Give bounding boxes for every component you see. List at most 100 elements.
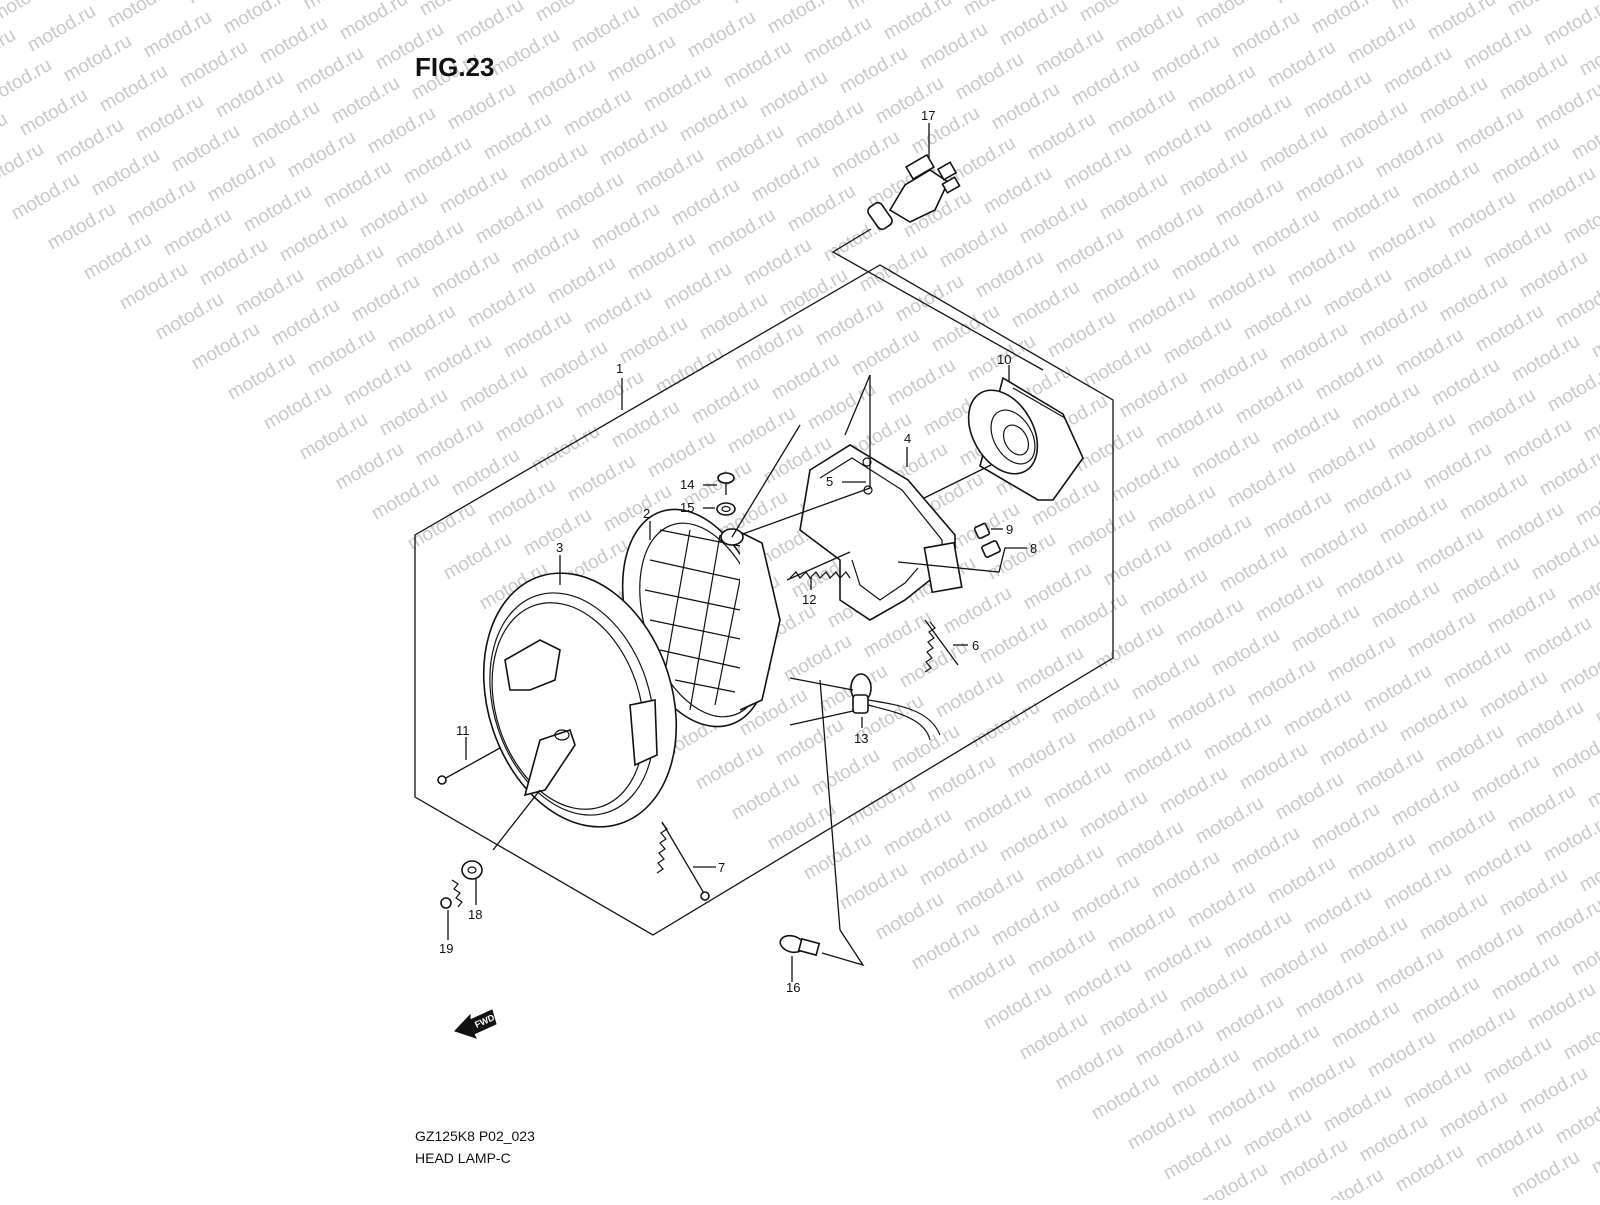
watermark-text: motod.ru [984,529,1059,585]
watermark-text: motod.ru [160,205,235,261]
watermark-text: motod.ru [624,229,699,285]
watermark-text: motod.ru [1536,445,1600,501]
watermark-text: motod.ru [1044,307,1119,363]
watermark-text: motod.ru [1220,907,1295,963]
watermark-text: motod.ru [924,751,999,807]
watermark-text: motod.ru [908,103,983,159]
watermark-text: motod.ru [1492,499,1567,555]
watermark-text: motod.ru [1408,973,1483,1029]
watermark-text: motod.ru [8,169,83,225]
watermark-text: motod.ru [292,43,367,99]
watermark-text: motod.ru [1360,661,1435,717]
watermark-text: motod.ru [224,349,299,405]
watermark-text: motod.ru [1312,349,1387,405]
watermark-text: motod.ru [1120,733,1195,789]
watermark-text: motod.ru [1308,0,1383,38]
watermark-text: motod.ru [44,199,119,255]
watermark-text: motod.ru [176,37,251,93]
watermark-text: motod.ru [1168,229,1243,285]
watermark-text: motod.ru [588,199,663,255]
watermark-text: motod.ru [1240,1105,1315,1161]
watermark-text: motod.ru [1104,85,1179,141]
watermark-text: motod.ru [1548,727,1600,783]
watermark-text: motod.ru [1356,1111,1431,1167]
watermark-text: motod.ru [1424,805,1499,861]
watermark-text: motod.ru [652,343,727,399]
watermark-text: motod.ru [1456,469,1531,525]
watermark-text: motod.ru [748,151,823,207]
watermark-text: motod.ru [916,835,991,891]
watermark-text: motod.ru [704,205,779,261]
watermark-text: motod.ru [1140,931,1215,987]
watermark-text: motod.ru [872,889,947,945]
watermark-text: motod.ru [1516,1063,1591,1119]
watermark-text: motod.ru [1152,397,1227,453]
watermark-text: motod.ru [1560,1009,1600,1065]
rim-part-3 [482,572,678,828]
watermark-text: motod.ru [952,865,1027,921]
watermark-text: motod.ru [1424,0,1499,44]
watermark-text: motod.ru [1148,31,1223,87]
watermark-text: motod.ru [1136,565,1211,621]
watermark-text: motod.ru [368,469,443,525]
watermark-text: motod.ru [116,259,191,315]
watermark-text: motod.ru [124,175,199,231]
watermark-text: motod.ru [1096,169,1171,225]
watermark-text: motod.ru [872,73,947,129]
watermark-text: motod.ru [1224,457,1299,513]
watermark-text: motod.ru [328,73,403,129]
watermark-text: motod.ru [452,0,527,50]
watermark-text: motod.ru [544,253,619,309]
watermark-text: motod.ru [1480,1033,1555,1089]
watermark-text: motod.ru [1432,721,1507,777]
watermark-text: motod.ru [1532,79,1600,135]
watermark-text: motod.ru [268,295,343,351]
watermark-text: motod.ru [1184,61,1259,117]
watermark-text: motod.ru [776,265,851,321]
watermark-text: motod.ru [1068,55,1143,111]
watermark-text: motod.ru [560,85,635,141]
watermark-text: motod.ru [932,667,1007,723]
mount-leader [731,424,801,538]
watermark-text: motod.ru [608,397,683,453]
watermark-text: motod.ru [1336,913,1411,969]
watermark-text: motod.ru [132,91,207,147]
watermark-text: motod.ru [500,307,575,363]
watermark-text: motod.ru [720,37,795,93]
watermark-text: motod.ru [440,529,515,585]
watermark-text: motod.ru [1320,1081,1395,1137]
figure-name: HEAD LAMP-C [415,1150,511,1166]
watermark-text: motod.ru [1264,37,1339,93]
grommet-leader [492,789,541,851]
watermark-text: motod.ru [1240,289,1315,345]
watermark-text: motod.ru [80,229,155,285]
watermark-text: motod.ru [1192,793,1267,849]
watermark-text: motod.ru [1276,1135,1351,1191]
watermark-text: motod.ru [436,163,511,219]
grommet-part-18 [461,860,483,880]
watermark-text: motod.ru [836,43,911,99]
watermark-text: motod.ru [1032,25,1107,81]
watermark-text: motod.ru [1156,763,1231,819]
watermark-text: motod.ru [1176,961,1251,1017]
watermark-text: motod.ru [168,121,243,177]
watermark-text: motod.ru [260,379,335,435]
watermark-text: motod.ru [1124,283,1199,339]
watermark-text: motod.ru [188,319,263,375]
watermark-text: motod.ru [1172,595,1247,651]
leader-16 [821,929,865,967]
watermark-text: motod.ru [1004,727,1079,783]
watermark-text: motod.ru [256,13,331,69]
watermark-text: motod.ru [568,1,643,57]
watermark-text: motod.ru [1516,247,1591,303]
watermark-text: motod.ru [1188,427,1263,483]
watermark-text: motod.ru [480,109,555,165]
watermark-text: motod.ru [1064,505,1139,561]
watermark-text: motod.ru [1436,1087,1511,1143]
watermark-text: motod.ru [836,859,911,915]
watermark-text: motod.ru [412,415,487,471]
watermark-text: motod.ru [1400,241,1475,297]
watermark-text: motod.ru [1488,949,1563,1005]
watermark-text: motod.ru [848,325,923,381]
